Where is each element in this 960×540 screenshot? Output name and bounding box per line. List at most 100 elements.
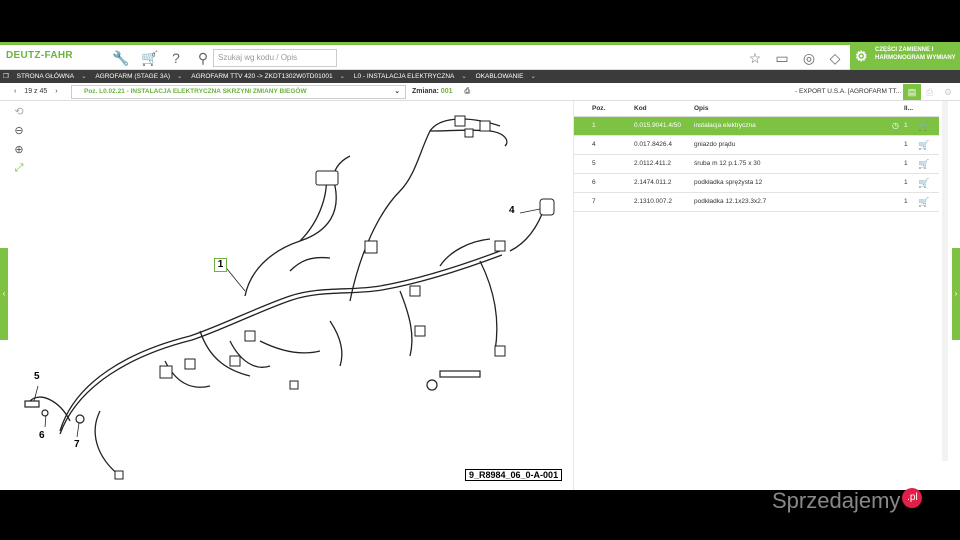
toolbar: ‹ 19 z 45 › Poz. L0.02.21 - INSTALACJA E… xyxy=(0,83,960,101)
breadcrumb-item[interactable]: STRONA GŁÓWNA xyxy=(16,73,75,80)
header-il[interactable]: Il... xyxy=(904,105,914,112)
export-active-button[interactable]: ▤ xyxy=(903,84,921,100)
zoom-in-icon[interactable]: ⊕ xyxy=(14,144,24,156)
callout-4[interactable]: 4 xyxy=(509,205,515,216)
chevron-down-icon[interactable]: ⌄ xyxy=(339,73,346,80)
globe-icon[interactable]: ◎ xyxy=(802,50,816,66)
promo-text: CZĘŚCI ZAMIENNE I HARMONOGRAM WYMIANY xyxy=(875,47,956,61)
breadcrumb: ❐ STRONA GŁÓWNA ⌄ AGROFARM (STAGE 3A) ⌄ AG… xyxy=(0,70,960,83)
callout-6[interactable]: 6 xyxy=(39,430,45,441)
cell-opis: podkładka sprężysta 12 xyxy=(694,179,763,186)
cell-kod: 2.1310.007.2 xyxy=(634,198,672,205)
chevron-down-icon[interactable]: ⌄ xyxy=(530,73,536,80)
top-header: DEUTZ-FAHR 🔧 🛒0 ? ⚲ Szukaj wg kodu / Opi… xyxy=(0,45,960,70)
watermark-badge: .pl xyxy=(902,488,923,508)
chevron-down-icon[interactable]: ⌄ xyxy=(176,73,183,80)
cell-il: 1 xyxy=(904,122,908,129)
chat-icon[interactable]: ▭ xyxy=(775,50,789,66)
table-row[interactable]: 5 2.0112.411.2 śruba m 12 p.1.75 x 30 1 🛒 xyxy=(574,155,939,174)
vertical-scrollbar[interactable] xyxy=(942,101,948,461)
table-row[interactable]: 1 0.015.9041.4/50 instalacja elektryczna 1 ◷… xyxy=(574,117,939,136)
settings-icon[interactable]: ⚙ xyxy=(944,87,953,97)
clock-icon[interactable]: ◷ xyxy=(892,121,899,130)
pager-label: 19 z 45 xyxy=(24,88,48,95)
fullscreen-icon[interactable]: ⤢ xyxy=(14,162,24,174)
cell-il: 1 xyxy=(904,179,908,186)
header-kod[interactable]: Kod xyxy=(634,105,647,112)
cell-poz: 4 xyxy=(592,141,596,148)
cell-il: 1 xyxy=(904,198,908,205)
cell-opis: instalacja elektryczna xyxy=(694,122,756,129)
header-opis[interactable]: Opis xyxy=(694,105,709,112)
table-row[interactable]: 4 0.017.8426.4 gniazdo prądu 1 🛒 xyxy=(574,136,939,155)
print-icon[interactable]: ⎙ xyxy=(464,88,471,95)
cell-poz: 7 xyxy=(592,198,596,205)
breadcrumb-item[interactable]: AGROFARM (STAGE 3A) xyxy=(95,73,170,80)
cell-il: 1 xyxy=(904,141,908,148)
rotate-icon[interactable]: ⟲ xyxy=(14,106,24,118)
callout-7[interactable]: 7 xyxy=(74,439,80,450)
cell-il: 1 xyxy=(904,160,908,167)
star-icon[interactable]: ☆ xyxy=(748,50,762,66)
help-icon[interactable]: ? xyxy=(172,50,180,66)
drawing-code: 9_R8984_06_0-A-001 xyxy=(465,469,563,481)
group-select[interactable]: Poz. L0.02.21 - INSTALACJA ELEKTRYCZNA S… xyxy=(71,85,406,99)
watermark-text: Sprzedajemy xyxy=(772,488,901,513)
add-to-cart-icon[interactable]: 🛒 xyxy=(918,140,930,150)
pager: ‹ 19 z 45 › xyxy=(14,83,58,101)
watermark: Sprzedajemy.pl xyxy=(772,488,923,514)
breadcrumb-item[interactable]: AGROFARM TTV 420 -> ZKDT1302W0TD01001 xyxy=(191,73,333,80)
zmiana-value: 001 xyxy=(440,88,453,95)
cell-kod: 2.1474.011.2 xyxy=(634,179,672,186)
cart-count: 0 xyxy=(152,53,156,59)
cell-poz: 1 xyxy=(592,122,596,129)
chevron-down-icon[interactable]: ⌄ xyxy=(461,73,467,80)
zoom-out-icon[interactable]: ⊖ xyxy=(14,125,24,137)
callout-1[interactable]: 1 xyxy=(214,258,227,272)
table-row[interactable]: 7 2.1310.007.2 podkładka 12.1x23.3x2.7 1 🛒 xyxy=(574,193,939,212)
search-icon[interactable]: ⚲ xyxy=(197,50,209,66)
gear-icon: ⚙ xyxy=(855,48,868,64)
cell-kod: 2.0112.411.2 xyxy=(634,160,671,167)
export-label[interactable]: - EXPORT U.S.A. [AGROFARM TT... xyxy=(795,88,902,95)
parts-table: Poz. Kod Opis Il... 1 0.015.9041.4/50 inst… xyxy=(574,101,939,212)
prev-icon[interactable]: ‹ xyxy=(14,88,17,95)
top-accent-line xyxy=(0,42,960,45)
breadcrumb-item[interactable]: L0 - INSTALACJA ELEKTRYCZNA xyxy=(353,73,455,80)
brand-logo[interactable]: DEUTZ-FAHR xyxy=(6,50,73,61)
tag-icon[interactable]: ◇ xyxy=(829,50,841,66)
add-to-cart-icon[interactable]: 🛒 xyxy=(918,159,930,169)
cell-opis: śruba m 12 p.1.75 x 30 xyxy=(694,160,761,167)
add-to-cart-icon[interactable]: 🛒 xyxy=(918,197,930,207)
cell-opis: gniazdo prądu xyxy=(694,141,736,148)
header-poz[interactable]: Poz. xyxy=(592,105,606,112)
cart-icon[interactable]: 🛒0 xyxy=(141,49,159,67)
table-row[interactable]: 6 2.1474.011.2 podkładka sprężysta 12 1 🛒 xyxy=(574,174,939,193)
wrench-icon[interactable]: 🔧 xyxy=(112,50,130,66)
copy-icon[interactable]: ❐ xyxy=(3,73,9,80)
parts-drawing[interactable]: ⟲ ⊖ ⊕ ⤢ xyxy=(0,101,574,490)
group-select-label: Poz. L0.02.21 - INSTALACJA ELEKTRYCZNA S… xyxy=(84,88,307,95)
table-header: Poz. Kod Opis Il... xyxy=(574,101,939,117)
print-icon[interactable]: ⎙ xyxy=(926,87,934,97)
right-panel-toggle[interactable]: › xyxy=(952,248,960,340)
next-icon[interactable]: › xyxy=(55,88,58,95)
left-panel-toggle[interactable]: ‹ xyxy=(0,248,8,340)
callout-5[interactable]: 5 xyxy=(34,371,40,382)
add-to-cart-icon[interactable]: 🛒 xyxy=(918,121,930,131)
chevron-down-icon[interactable]: ⌄ xyxy=(81,73,87,80)
cell-kod: 0.015.9041.4/50 xyxy=(634,122,681,129)
search-input[interactable]: Szukaj wg kodu / Opis xyxy=(213,49,337,67)
breadcrumb-item[interactable]: OKABLOWANIE xyxy=(475,73,524,80)
promo-button[interactable]: ⚙ CZĘŚCI ZAMIENNE I HARMONOGRAM WYMIANY xyxy=(850,45,960,70)
add-to-cart-icon[interactable]: 🛒 xyxy=(918,178,930,188)
zmiana-label: Zmiana: xyxy=(412,88,439,95)
cell-poz: 6 xyxy=(592,179,596,186)
chevron-down-icon: ⌄ xyxy=(394,88,400,95)
cell-kod: 0.017.8426.4 xyxy=(634,141,672,148)
cell-poz: 5 xyxy=(592,160,596,167)
cell-opis: podkładka 12.1x23.3x2.7 xyxy=(694,198,767,205)
zmiana: Zmiana: 001 ⎙ xyxy=(412,83,470,101)
harness-diagram xyxy=(24,115,555,480)
